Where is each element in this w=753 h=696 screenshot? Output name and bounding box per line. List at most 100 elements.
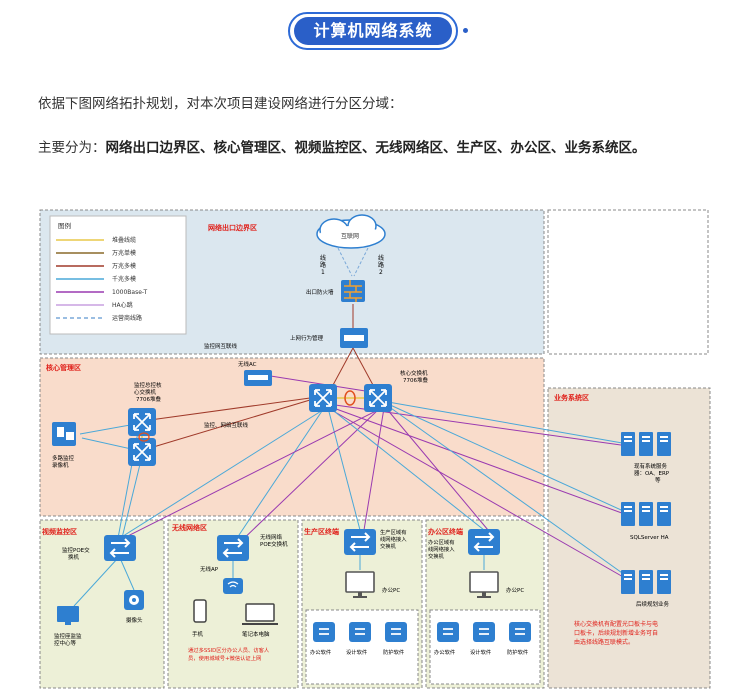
sql-servers-icon — [621, 502, 671, 526]
legend-label: 运营商线路 — [112, 314, 142, 322]
video-center-label-2: 控中心等 — [54, 639, 77, 647]
office-sw-label-2: 线网络接入 — [428, 545, 455, 553]
biz-note-3: 由选择线路互联模式。 — [574, 638, 634, 646]
office-security-software-icon — [508, 621, 532, 643]
legend-title: 图例 — [58, 221, 71, 230]
office-app-label-2: 设计软件 — [470, 648, 492, 656]
biz-note-1: 核心交换机有配置光口板卡与电 — [574, 620, 658, 628]
nvr-icon — [52, 422, 76, 446]
core-switch-2-icon — [363, 383, 393, 413]
legend-box — [49, 215, 187, 335]
phone-label: 手机 — [192, 630, 204, 638]
wifi-note-2: 员，使用城域号+微信认证上网 — [188, 654, 261, 662]
legend-label: 1000Base-T — [112, 289, 147, 296]
wifi-sw-label-1: 无线网络 — [260, 533, 283, 541]
prod-office-software-icon — [312, 621, 336, 643]
prod-design-software-icon — [348, 621, 372, 643]
prod-sw-label-2: 线网络接入 — [380, 535, 407, 543]
camera-icon — [124, 590, 144, 610]
later-biz-label: 后续规划业务 — [636, 600, 670, 608]
line2-label-3: 2 — [379, 269, 383, 276]
office-app-label-1: 办公软件 — [434, 648, 456, 656]
camera-label: 摄像头 — [126, 616, 143, 624]
video-sw-label-2: 换机 — [68, 553, 80, 561]
intro-paragraph: 依据下图网络拓扑规划，对本次项目建设网络进行分区分域： — [38, 96, 403, 112]
line2-label-2: 路 — [378, 261, 384, 269]
prod-app-label-3: 防护软件 — [383, 648, 405, 656]
biz-server-label-3: 等 — [655, 476, 661, 484]
section-title-badge: 计算机网络系统 — [288, 12, 458, 50]
sql-label: SQLServer HA — [630, 535, 669, 541]
video-center-icon — [57, 606, 79, 625]
apps-box-production — [305, 609, 419, 685]
wireless-ap-icon — [223, 578, 243, 594]
apps-box-office — [429, 609, 541, 685]
biz-server-label-2: 器：OA、ERP — [634, 470, 670, 477]
core-switch-label-2: 7706堆叠 — [403, 376, 428, 384]
monitor-link-label: 监控网互联线 — [204, 342, 238, 350]
zone-label-production: 生产区终端 — [304, 527, 339, 536]
office-design-software-icon — [472, 621, 496, 643]
prod-security-software-icon — [384, 621, 408, 643]
office-sw-label-3: 交换机 — [428, 552, 445, 560]
biz-server-label-1: 现有系统服务 — [634, 462, 668, 470]
video-center-label-1: 监控座监监 — [54, 632, 82, 640]
line1-label-2: 路 — [320, 261, 326, 269]
legend-label: HA心跳 — [112, 301, 133, 309]
line1-label-1: 线 — [320, 254, 326, 262]
ap-label: 无线AP — [200, 565, 219, 573]
behavior-label: 上网行为管理 — [290, 334, 324, 342]
wifi-sw-label-2: POE交换机 — [260, 540, 288, 548]
office-sw-label-1: 办公区域有 — [428, 538, 455, 546]
legend-label: 万兆多模 — [112, 262, 136, 270]
internet-label: 互联网 — [341, 232, 359, 240]
prod-app-label-1: 办公软件 — [310, 648, 332, 656]
prod-pc-label: 办公PC — [382, 586, 400, 594]
mon-core-label-3: 7706堆叠 — [136, 395, 161, 403]
monitor-core-switch-2-icon — [127, 437, 157, 467]
office-app-label-3: 防护软件 — [507, 648, 529, 656]
office-pc-label: 办公PC — [506, 586, 524, 594]
nvr-label-1: 多路监控 — [52, 454, 75, 462]
later-biz-servers-icon — [621, 570, 671, 594]
links — [73, 247, 633, 607]
mon-core-label-1: 监控总控核 — [134, 381, 162, 389]
zone-label-border: 网络出口边界区 — [208, 223, 257, 232]
office-office-software-icon — [436, 621, 460, 643]
video-poe-switch-icon — [103, 534, 137, 562]
production-switch-icon — [343, 528, 377, 556]
laptop-label: 笔记本电脑 — [242, 630, 270, 638]
internet-cloud-icon — [316, 214, 386, 249]
video-sw-label-1: 监控POE交 — [62, 546, 90, 554]
zone-label-video: 视频监控区 — [42, 527, 77, 536]
prod-sw-label-3: 交换机 — [380, 542, 397, 550]
behavior-manager-icon — [340, 328, 368, 348]
prod-sw-label-1: 生产区域有 — [380, 528, 407, 536]
office-switch-icon — [467, 528, 501, 556]
monitor-core-switch-1-icon — [127, 407, 157, 437]
stack-link-icon — [344, 390, 356, 406]
zone-label-office: 办公区终端 — [428, 527, 463, 536]
wireless-ac-icon — [244, 370, 272, 386]
nvr-label-2: 录像机 — [52, 461, 69, 469]
firewall-icon — [341, 280, 365, 302]
mon-link2-label: 监控、网络互联线 — [204, 421, 249, 429]
biz-note-2: 口板卡，后续规划新增业务可自 — [574, 629, 658, 637]
monitor-stack-icon — [138, 432, 150, 442]
zones-prefix: 主要分为： — [38, 140, 106, 156]
line2-label-1: 线 — [378, 254, 384, 262]
legend-label: 千兆多模 — [112, 275, 136, 283]
mon-core-label-2: 心交换机 — [134, 388, 157, 396]
core-switch-1-icon — [308, 383, 338, 413]
core-switch-label-1: 核心交换机 — [400, 369, 428, 377]
prod-app-label-2: 设计软件 — [346, 648, 368, 656]
biz-servers-icon — [621, 432, 671, 456]
section-title: 计算机网络系统 — [294, 17, 452, 45]
phone-icon — [193, 599, 207, 623]
zone-label-business: 业务系统区 — [554, 393, 589, 402]
wifi-note-1: 通过多SSID区分办公人员、访客人 — [188, 646, 270, 654]
legend-label: 堆叠线缆 — [112, 236, 136, 244]
zone-label-wireless: 无线网络区 — [171, 523, 207, 532]
